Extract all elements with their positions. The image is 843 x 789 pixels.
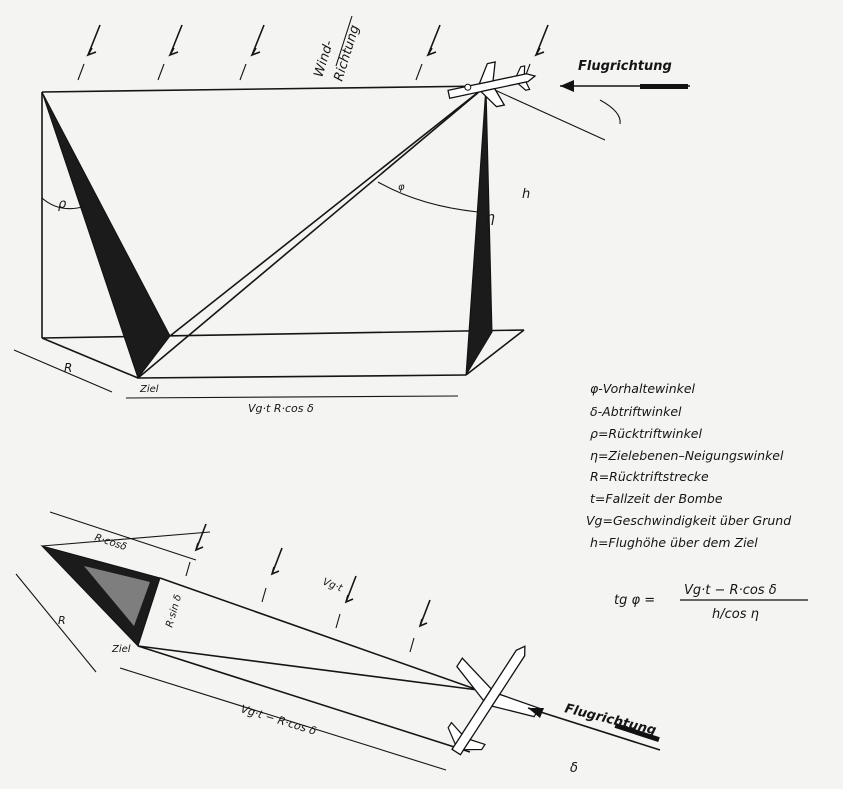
legend-row-2: ρ=Rücktriftwinkel (590, 426, 702, 441)
r-label-top: R (64, 361, 72, 375)
height-label: h (522, 187, 530, 202)
bottom-sight-line (137, 645, 479, 691)
svg-text:Vg=Geschwindigkeit über Grund: Vg=Geschwindigkeit über Grund (586, 513, 791, 528)
r-dimension-line-bottom (15, 573, 97, 673)
target-plane-right (465, 85, 493, 376)
ziel-label-top: Ziel (139, 384, 159, 395)
legend-row-4: R=Rücktriftstrecke (590, 469, 709, 484)
rho-angle-label: ρ (58, 197, 67, 212)
flight-direction-bar-bottom (614, 723, 660, 743)
left-ground-edge (41, 337, 139, 379)
distance-dimension-line (125, 395, 459, 399)
legend: φ-Vorhaltewinkel δ-Abtriftwinkel ρ=Rückt… (586, 381, 791, 550)
bottom-aux-line (41, 531, 211, 547)
distance-label-top: Vg·t R·cos δ (248, 402, 314, 415)
svg-text:δ-Abtriftwinkel: δ-Abtriftwinkel (590, 404, 682, 419)
svg-text:ρ=Rücktriftwinkel: ρ=Rücktriftwinkel (590, 426, 702, 441)
svg-text:h=Flughöhe über dem Ziel: h=Flughöhe über dem Ziel (590, 535, 758, 550)
distance-label-bottom: Vg·t − R·cos δ (239, 702, 318, 737)
sight-line-2 (169, 85, 487, 337)
flight-direction-arrowhead-bottom (528, 708, 544, 718)
ziel-label-bottom: Ziel (111, 644, 131, 655)
bottom-diagram: R·cosδ Vg·t R·sin δ R Ziel Vg·t − R·cos … (15, 511, 661, 776)
delta-label-bottom: δ (570, 761, 578, 776)
formula-numerator: Vg·t − R·cos δ (684, 583, 777, 598)
front-ground-edge (137, 374, 467, 379)
flight-direction-label-top: Flugrichtung (578, 59, 672, 74)
top-edge (41, 85, 487, 93)
formula-lhs: tg φ = (614, 593, 655, 608)
legend-row-1: δ-Abtriftwinkel (590, 404, 682, 419)
r-dimension-line (13, 349, 113, 393)
top-diagram: Wind- Richtung ρ φ η h R Ziel Vg·t R·cos… (13, 15, 690, 415)
svg-text:t=Fallzeit der Bombe: t=Fallzeit der Bombe (590, 491, 723, 506)
sight-line-1 (137, 85, 487, 379)
svg-text:φ-Vorhaltewinkel: φ-Vorhaltewinkel (590, 381, 696, 396)
phi-label: φ (398, 182, 405, 193)
rsin-label: R·sin δ (164, 593, 184, 628)
r-label-bottom: R (58, 614, 66, 627)
formula: tg φ = Vg·t − R·cos δ h/cos η (614, 583, 808, 622)
wind-arrows-top (77, 24, 549, 81)
bottom-track-upper (159, 577, 479, 691)
aircraft-top-icon (447, 61, 537, 108)
distance-dimension-line-bottom (119, 667, 447, 771)
vgt-label-bottom: Vg·t (321, 577, 345, 595)
flight-direction-label-bottom: Flugrichtung (563, 701, 658, 738)
flight-direction-arrow-bottom (527, 707, 661, 751)
drift-line (485, 85, 606, 141)
flight-direction-bar-top (640, 84, 688, 89)
eta-label: η (486, 210, 495, 226)
flight-direction-arrowhead-top (560, 80, 574, 92)
legend-row-7: h=Flughöhe über dem Ziel (590, 535, 758, 550)
rcos-dimension-line (49, 511, 197, 561)
wind-divider-line (335, 15, 353, 67)
legend-row-0: φ-Vorhaltewinkel (590, 381, 696, 396)
delta-arc-top (599, 99, 621, 125)
svg-text:R=Rücktriftstrecke: R=Rücktriftstrecke (590, 469, 709, 484)
aircraft-bottom-icon (447, 645, 541, 756)
svg-text:η=Zielebenen–Neigungswinkel: η=Zielebenen–Neigungswinkel (590, 448, 784, 463)
drift-triangle-highlight (84, 566, 150, 626)
retro-drift-plane-left (41, 91, 171, 380)
legend-row-5: t=Fallzeit der Bombe (590, 491, 723, 506)
legend-row-6: Vg=Geschwindigkeit über Grund (586, 513, 791, 528)
wind-arrows-bottom (185, 523, 431, 653)
rho-angle-arc (41, 197, 87, 210)
formula-denominator: h/cos η (712, 607, 759, 622)
legend-row-3: η=Zielebenen–Neigungswinkel (590, 448, 784, 463)
bottom-track-lower (137, 645, 471, 753)
phi-angle-arc (377, 181, 479, 213)
right-ground-edge (465, 329, 525, 376)
back-ground-edge (41, 329, 525, 339)
